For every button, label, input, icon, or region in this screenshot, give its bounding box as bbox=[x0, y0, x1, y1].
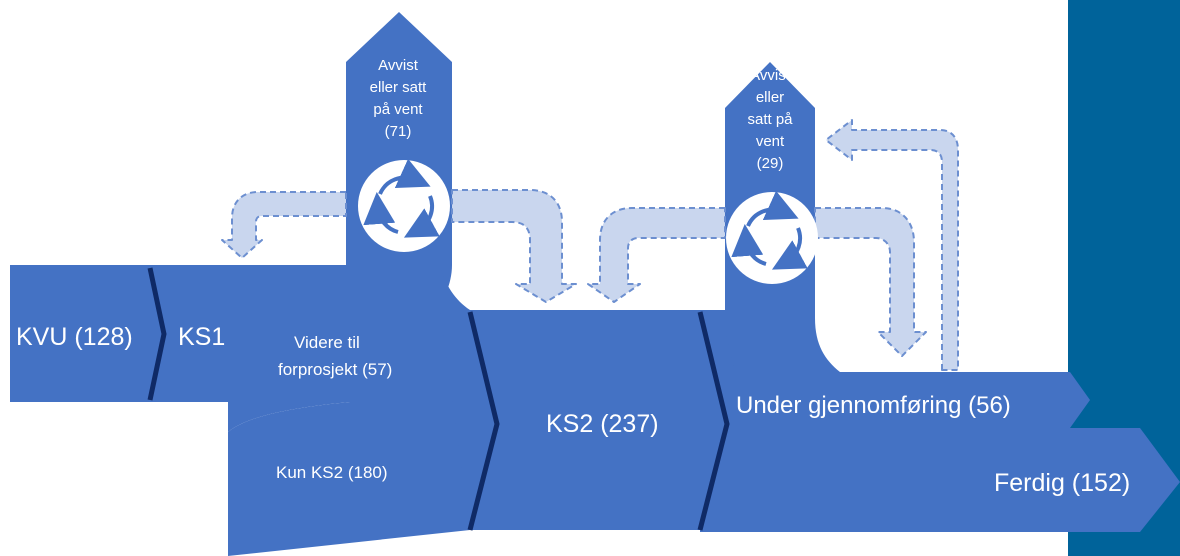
cycle-arrows-icon bbox=[358, 158, 450, 252]
rejected-1-line: Avvist bbox=[378, 57, 419, 74]
rejected-1-line: eller satt bbox=[370, 79, 428, 96]
under-gjennomforing-label: Under gjennomføring (56) bbox=[736, 392, 1011, 419]
rejected-2-line: satt på bbox=[747, 111, 793, 128]
videre-label-line2: forprosjekt (57) bbox=[278, 360, 392, 379]
ks2-input-band bbox=[150, 265, 470, 556]
rejected-2-line: eller bbox=[756, 89, 784, 106]
rejected-1-line: på vent bbox=[373, 101, 423, 118]
divider-ks1-ks2 bbox=[467, 311, 500, 531]
under-gjennomforing-arrow bbox=[700, 372, 1090, 428]
ferdig-label: Ferdig (152) bbox=[994, 469, 1130, 497]
rejected-2-line: (29) bbox=[757, 155, 784, 172]
ferdig-arrow bbox=[700, 428, 1180, 532]
feedback-arrow-left-2 bbox=[587, 207, 726, 303]
feedback-arrow-left-1 bbox=[221, 191, 347, 259]
cycle-arrows-icon bbox=[726, 190, 818, 284]
feedback-arrow-right-2 bbox=[814, 207, 927, 357]
ks1-label: KS1 bbox=[178, 323, 225, 351]
kvu-label: KVU (128) bbox=[16, 323, 133, 351]
ks2-block bbox=[440, 310, 735, 530]
kun-ks2-label: Kun KS2 (180) bbox=[276, 463, 388, 482]
rejected-2-line: Avvist bbox=[750, 67, 791, 84]
feedback-arrow-right-1 bbox=[451, 189, 577, 303]
feedback-arrow-return bbox=[825, 119, 959, 371]
divider-kvu-ks1 bbox=[147, 267, 167, 401]
kvu-ks1-band bbox=[10, 265, 350, 432]
ks2-label: KS2 (237) bbox=[546, 410, 659, 438]
videre-label-line1: Videre til bbox=[294, 333, 360, 352]
divider-ks2-under bbox=[697, 311, 730, 531]
rejected-1-line: (71) bbox=[385, 123, 412, 140]
rejected-2-line: vent bbox=[756, 133, 785, 150]
